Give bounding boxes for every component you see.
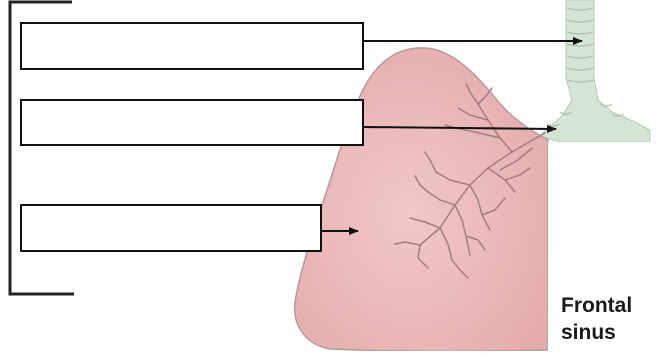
caption-line-1: Frontal <box>561 292 632 319</box>
trachea <box>540 0 650 142</box>
caption: Frontal sinus <box>561 292 632 346</box>
label-box-2[interactable] <box>20 99 364 146</box>
caption-line-2: sinus <box>561 319 632 346</box>
lung <box>295 48 548 351</box>
label-box-3[interactable] <box>20 204 322 252</box>
label-box-1[interactable] <box>20 22 364 70</box>
